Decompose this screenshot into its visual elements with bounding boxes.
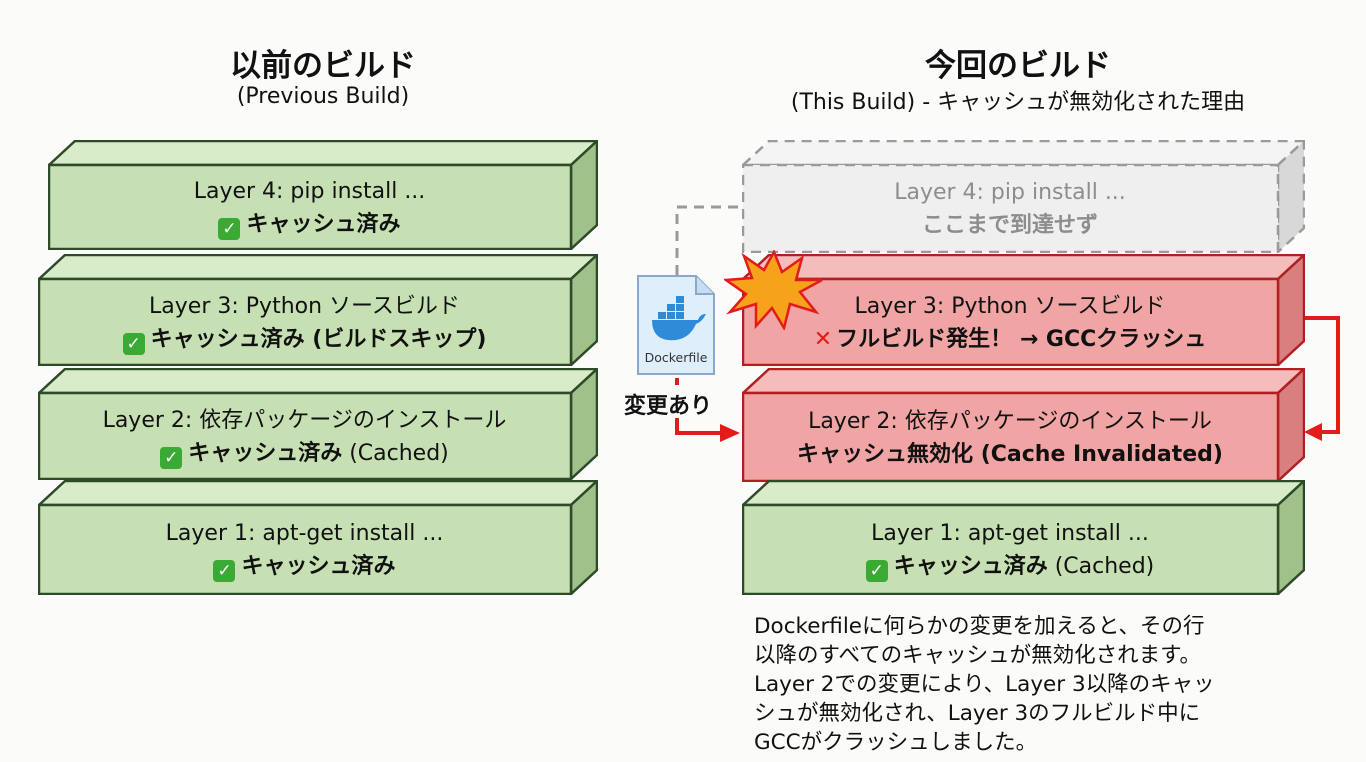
block-shape bbox=[38, 480, 598, 595]
layer-status: フルビルド発生！ → GCCクラッシュ bbox=[836, 326, 1207, 352]
layer-label: Layer 4: pip install ... bbox=[193, 178, 426, 204]
layer-label: Layer 3: Python ソースビルド bbox=[149, 293, 460, 319]
layer-status-en: (Cached) bbox=[349, 440, 449, 466]
layer-label: Layer 1: apt-get install ... bbox=[871, 521, 1149, 546]
check-icon: ✓ bbox=[865, 560, 888, 582]
this-layer-3: Layer 3: Python ソースビルド ✕フルビルド発生！ → GCCクラッ… bbox=[742, 254, 1305, 366]
block-front bbox=[38, 503, 573, 595]
layer-status-en: (Cache Invalidated) bbox=[980, 441, 1223, 467]
layer-status: キャッシュ済み bbox=[893, 554, 1048, 579]
block-top bbox=[742, 254, 1305, 281]
layer-label: Layer 1: apt-get install ... bbox=[165, 521, 444, 546]
layer-status-en: (Cached) bbox=[1054, 554, 1155, 579]
layer-status: キャッシュ済み bbox=[188, 440, 343, 466]
block-front bbox=[742, 163, 1280, 253]
this-build-subtitle: (This Build) - キャッシュが無効化された理由 bbox=[790, 90, 1246, 115]
cross-icon: ✕ bbox=[813, 326, 833, 352]
check-icon: ✓ bbox=[160, 446, 183, 469]
block-front bbox=[742, 277, 1280, 366]
layer-status: ここまで到達せず bbox=[921, 213, 1098, 238]
block-shape bbox=[48, 140, 598, 250]
explanation-note: Dockerfileに何らかの変更を加えると、その行 以降のすべてのキャッシュが… bbox=[754, 612, 1314, 757]
previous-build-subtitle: (Previous Build) bbox=[236, 84, 410, 109]
layer-label: Layer 2: 依存パッケージのインストール bbox=[808, 408, 1212, 434]
block-top bbox=[742, 480, 1305, 507]
block-front bbox=[48, 163, 573, 250]
block-top bbox=[38, 254, 598, 281]
layer-status: キャッシュ済み bbox=[241, 554, 396, 579]
note-line: 以降のすべてのキャッシュが無効化されます。 bbox=[754, 643, 1201, 668]
layer-label: Layer 4: pip install ... bbox=[894, 180, 1126, 205]
prev-layer-1: Layer 1: apt-get install ... ✓キャッシュ済み bbox=[38, 480, 598, 595]
layer-label: Layer 2: 依存パッケージのインストール bbox=[102, 407, 507, 433]
change-arrow bbox=[675, 418, 722, 435]
this-layer-1: Layer 1: apt-get install ... ✓キャッシュ済み (Ca… bbox=[742, 480, 1305, 595]
prev-layer-4: Layer 4: pip install ... ✓キャッシュ済み bbox=[48, 140, 598, 250]
prev-layer-2: Layer 2: 依存パッケージのインストール ✓キャッシュ済み (Cached) bbox=[38, 368, 598, 480]
note-line: シュが無効化され、Layer 3のフルビルド中に bbox=[754, 701, 1201, 726]
block-shape bbox=[742, 140, 1305, 253]
block-top bbox=[742, 140, 1305, 167]
block-top bbox=[48, 140, 598, 167]
arrowhead bbox=[1304, 423, 1322, 441]
block-top bbox=[38, 368, 598, 395]
note-line: GCCがクラッシュしました。 bbox=[754, 730, 1038, 755]
layer-status: キャッシュ済み (ビルドスキップ) bbox=[150, 326, 487, 352]
dockerfile-icon: Dockerfile bbox=[636, 274, 716, 376]
this-layer-4: Layer 4: pip install ... ここまで到達せず bbox=[742, 140, 1305, 253]
check-icon: ✓ bbox=[213, 560, 236, 582]
block-shape bbox=[742, 254, 1305, 366]
this-layer-2: Layer 2: 依存パッケージのインストールキャッシュ無効化 (Cache I… bbox=[742, 368, 1305, 482]
block-top bbox=[742, 368, 1305, 395]
this-build-title: 今回のビルド bbox=[925, 48, 1111, 84]
block-shape bbox=[38, 254, 598, 366]
block-side bbox=[1276, 140, 1305, 253]
layer-status: キャッシュ無効化 bbox=[797, 441, 974, 467]
dockerfile-label: Dockerfile bbox=[644, 350, 708, 365]
prev-layer-3: Layer 3: Python ソースビルド✓キャッシュ済み (ビルドスキップ) bbox=[38, 254, 598, 366]
layer-status: キャッシュ済み bbox=[246, 211, 401, 237]
previous-build-title: 以前のビルド bbox=[230, 48, 416, 84]
layer-label: Layer 3: Python ソースビルド bbox=[854, 293, 1166, 319]
invalidation-arrow bbox=[1278, 316, 1340, 434]
check-icon: ✓ bbox=[218, 217, 241, 240]
arrowhead bbox=[720, 424, 740, 442]
note-line: Layer 2での変更により、Layer 3以降のキャッ bbox=[754, 672, 1215, 697]
check-icon: ✓ bbox=[122, 332, 145, 355]
block-front bbox=[38, 277, 573, 366]
explosion-icon bbox=[724, 250, 823, 330]
note-line: Dockerfileに何らかの変更を加えると、その行 bbox=[754, 614, 1205, 639]
change-label: 変更あり bbox=[624, 394, 713, 419]
dashed-connector bbox=[675, 205, 742, 275]
block-top bbox=[38, 480, 598, 507]
